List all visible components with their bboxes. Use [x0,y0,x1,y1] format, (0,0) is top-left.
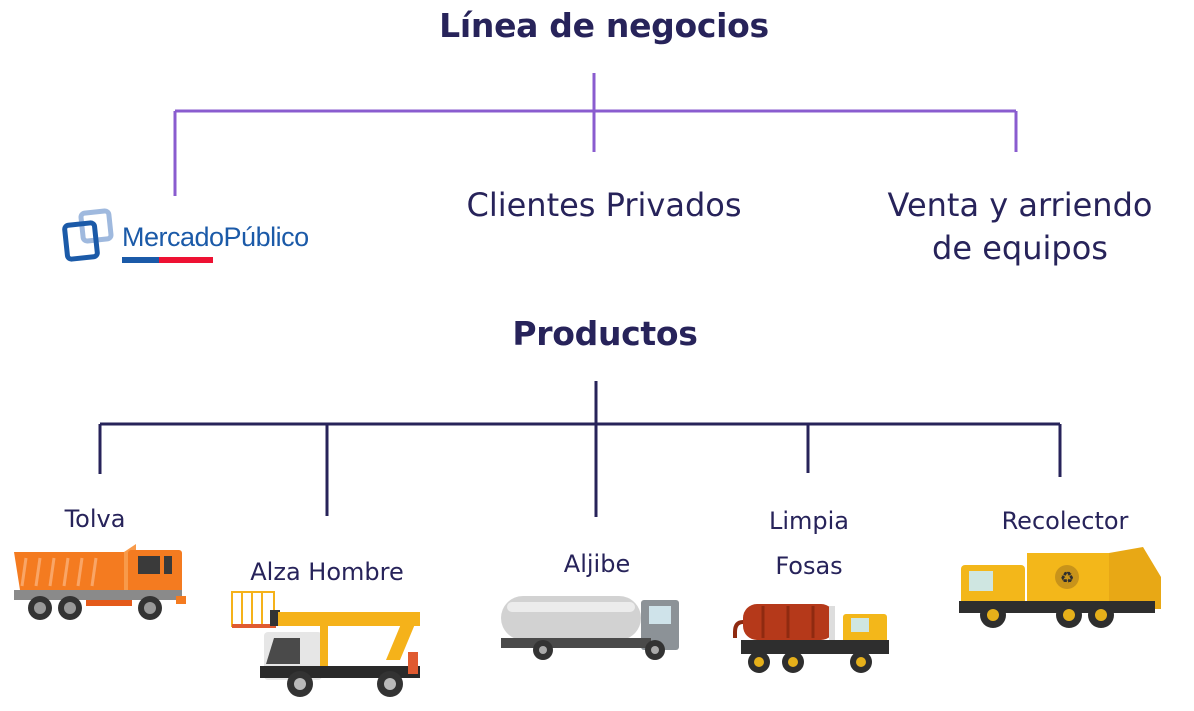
products-connectors [98,381,1062,517]
aerial-lift-truck-image [231,591,420,697]
product-label-aljibe: Aljibe [563,550,631,578]
dump-truck-image [14,544,186,620]
garbage-truck-image: ♻ [959,547,1161,628]
business-label-clientes-privados: Clientes Privados [466,186,742,224]
water-tanker-truck-image [501,596,679,660]
logo-bar-red [159,257,213,263]
business-lines-title: Línea de negocios [439,6,769,45]
mercado-publico-logo: MercadoPúblico [60,208,310,268]
product-label-tolva: Tolva [64,505,126,533]
products-title: Productos [512,314,698,353]
septic-vacuum-truck-image [733,604,889,673]
product-label-limpia-fosas-line1: Limpia [768,507,850,535]
mercado-publico-logo-text: MercadoPúblico [122,222,309,252]
product-label-recolector: Recolector [1001,507,1129,535]
mercado-publico-logo-icon [62,208,114,262]
business-label-venta-line1: Venta y arriendo [887,186,1153,224]
product-label-alza-hombre: Alza Hombre [250,558,404,586]
logo-bar-blue [122,257,159,263]
recycle-icon: ♻ [1060,568,1074,587]
business-label-venta-line2: de equipos [932,229,1108,267]
product-label-limpia-fosas-line2: Fosas [775,552,843,580]
business-lines-connectors [173,73,1018,196]
